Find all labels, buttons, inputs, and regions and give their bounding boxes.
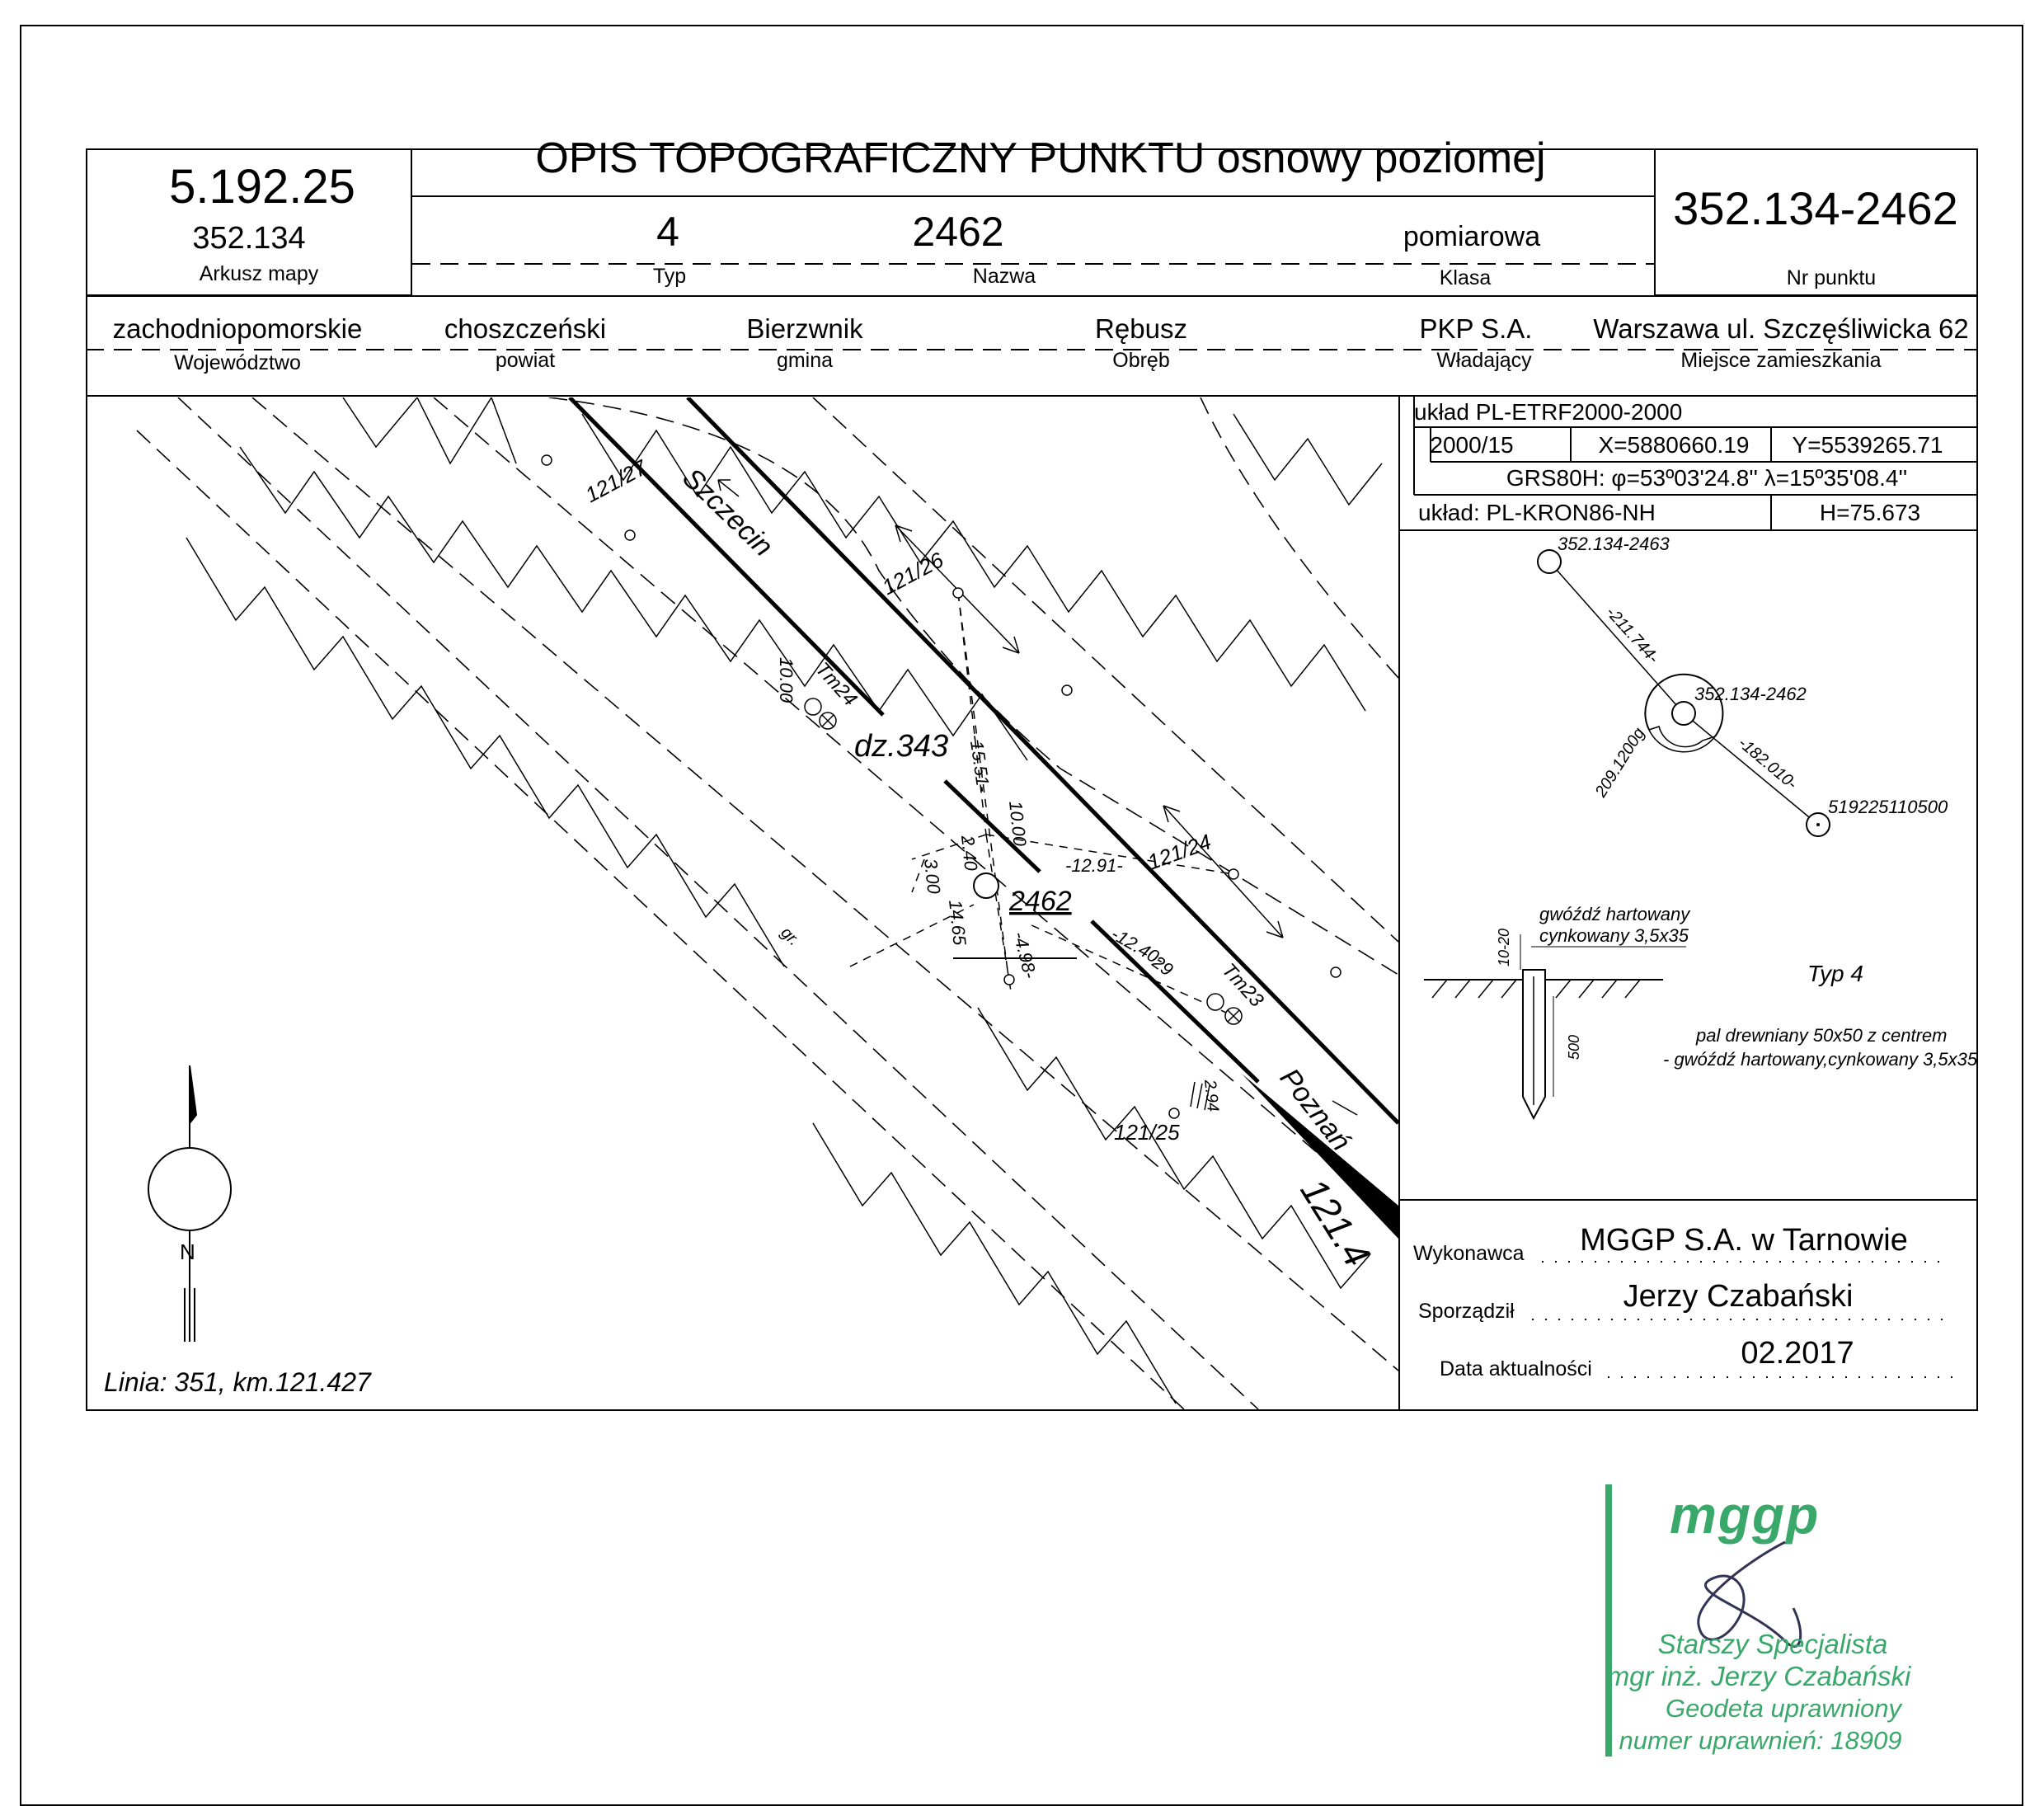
coord-system: układ PL-ETRF2000-2000 — [1414, 399, 1683, 425]
rail-track-2 — [686, 397, 1398, 1125]
label-10-00-b: 10.00 — [1005, 800, 1031, 848]
label-2463: 352.134-2463 — [1558, 534, 1670, 554]
contractor-label: Wykonawca — [1413, 1242, 1525, 1265]
stamp-logo: mggp — [1670, 1485, 1821, 1545]
stamp-bar — [1605, 1484, 1612, 1757]
coord-y: Y=5539265.71 — [1792, 432, 1943, 458]
label-2462-sketch: 2462 — [1008, 886, 1072, 917]
voivodeship-label: Województwo — [174, 351, 301, 374]
point-2462-symbol — [973, 872, 999, 899]
page-title: OPIS TOPOGRAFICZNY PUNKTU osnowy poziome… — [535, 134, 1546, 182]
class-value: pomiarowa — [1403, 221, 1541, 252]
hatch-upper-left — [239, 397, 1028, 761]
date-value: 02.2017 — [1741, 1336, 1854, 1371]
orientation-sketch: 352.134-2463 352.134-2462 519225110500 -… — [1537, 534, 1948, 837]
marker-desc-2: - gwóźdź hartowany,cynkowany 3,5x35 — [1663, 1049, 1978, 1070]
label-gr: gr. — [777, 924, 803, 950]
topographic-sketch: 121/27 Szczecin 121/26 10.00 Tm24 dz.343… — [104, 397, 1398, 1409]
sheet-number: 5.192.25 — [169, 160, 355, 214]
dim-500: 500 — [1566, 1035, 1582, 1060]
nail-label-2: cynkowany 3,5x35 — [1539, 925, 1689, 946]
voivodeship: zachodniopomorskie — [112, 313, 363, 344]
signature-image — [1697, 1540, 1802, 1648]
author-label: Sporządził — [1418, 1300, 1515, 1323]
marker-type: Typ 4 — [1807, 961, 1863, 986]
height-value: H=75.673 — [1819, 500, 1921, 525]
rail-track-1 — [568, 397, 885, 717]
dim-10-20: 10-20 — [1496, 929, 1512, 966]
label-121-27: 121/27 — [581, 454, 652, 508]
label-15-51: -15.51- — [966, 733, 994, 793]
label-121-24: 121/24 — [1144, 829, 1215, 874]
right-panel-grid — [1398, 396, 1978, 1411]
hatch-lower-band — [186, 537, 1370, 1404]
sheet-label: Arkusz mapy — [199, 262, 319, 285]
label-10-00-a: 10.00 — [776, 657, 796, 703]
stamp-line-4: numer uprawnień: 18909 — [1619, 1726, 1902, 1755]
hatch-upper-right — [581, 413, 1383, 712]
label-121-26: 121/26 — [878, 547, 948, 600]
point-2463-marker — [1537, 549, 1562, 574]
label-4-98: -4.98- — [1009, 929, 1041, 981]
commune: Bierzwnik — [746, 313, 863, 344]
sheet-code: 352.134 — [192, 221, 306, 256]
height-system: układ: PL-KRON86-NH — [1418, 500, 1656, 525]
class-label: Klasa — [1439, 266, 1492, 289]
header-lines — [86, 195, 1978, 397]
name-label: Nazwa — [972, 265, 1036, 288]
owner-label: Władający — [1436, 349, 1532, 372]
label-519: 519225110500 — [1828, 797, 1948, 817]
county-label: powiat — [495, 349, 556, 372]
point-label: Nr punktu — [1786, 266, 1877, 289]
label-14-65: 14.65 — [945, 899, 970, 947]
point-2462-marker — [1671, 701, 1696, 726]
author: Jerzy Czabański — [1623, 1279, 1854, 1314]
owner: PKP S.A. — [1419, 313, 1533, 344]
label-2-40: 2.40 — [957, 834, 982, 872]
footer-lines — [1532, 1261, 1954, 1378]
coord-zone: 2000/15 — [1430, 432, 1514, 458]
stamp: mggp Starszy Specjalista mgr inż. Jerzy … — [1604, 1484, 1910, 1757]
type-label: Typ — [652, 265, 687, 288]
date-label: Data aktualności — [1440, 1357, 1592, 1380]
point-number: 352.134-2462 — [1673, 182, 1958, 234]
north-arrow — [148, 1065, 232, 1342]
coord-x: X=5880660.19 — [1598, 432, 1750, 458]
precinct-label: Obręb — [1112, 349, 1170, 372]
stamp-line-2: mgr inż. Jerzy Czabański — [1606, 1661, 1911, 1691]
label-12-91: -12.91- — [1065, 855, 1123, 876]
residence: Warszawa ul. Szczęśliwicka 62 — [1593, 313, 1969, 344]
precinct: Rębusz — [1095, 313, 1187, 344]
stamp-line-3: Geodeta uprawniony — [1665, 1694, 1902, 1723]
type-value: 4 — [656, 209, 679, 255]
stamp-line-1: Starszy Specjalista — [1657, 1629, 1888, 1659]
parcel-label: dz.343 — [854, 729, 948, 764]
label-2-94: 2.94 — [1201, 1078, 1222, 1112]
residence-label: Miejsce zamieszkania — [1680, 349, 1882, 372]
coord-grs: GRS80H: φ=53º03'24.8'' λ=15º35'08.4'' — [1506, 465, 1908, 491]
marker-desc-1: pal drewniany 50x50 z centrem — [1695, 1025, 1948, 1046]
line-info: Linia: 351, km.121.427 — [104, 1367, 372, 1397]
county: choszczeński — [444, 313, 607, 344]
name-value: 2462 — [912, 209, 1004, 255]
marker-detail: gwóźdź hartowany cynkowany 3,5x35 10-20 … — [1424, 904, 1978, 1121]
label-2462: 352.134-2462 — [1694, 684, 1807, 704]
north-label: N — [180, 1239, 195, 1264]
commune-label: gmina — [776, 349, 834, 372]
nail-label-1: gwóźdź hartowany — [1539, 904, 1691, 924]
form-frame — [86, 148, 1978, 1411]
label-121-25: 121/25 — [1114, 1120, 1180, 1145]
contractor: MGGP S.A. w Tarnowie — [1580, 1223, 1908, 1258]
label-3-00: 3.00 — [920, 858, 944, 896]
